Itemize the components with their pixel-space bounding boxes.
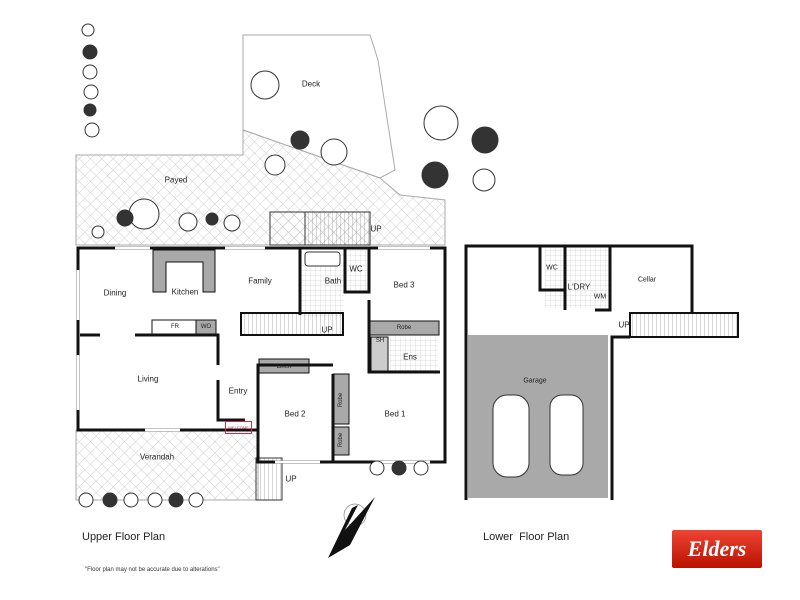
label-kitchen: Kitchen [171, 287, 199, 297]
label-robe-bed3: Robe [396, 325, 412, 331]
welcome-mat: WELCOME [225, 421, 252, 434]
verandah-area [75, 429, 259, 501]
label-verandah: Verandah [139, 452, 175, 462]
label-deck: Deck [301, 79, 321, 89]
label-wc-upper: WC [349, 264, 363, 274]
label-garage: Garage [523, 377, 547, 385]
label-ens: Ens [403, 352, 417, 362]
upper-floor-title: Upper Floor Plan [82, 531, 166, 543]
label-up-inner: UP [321, 325, 333, 335]
label-bed2: Bed 2 [284, 409, 306, 419]
label-living: Living [137, 374, 159, 384]
lower-stairs [629, 312, 739, 338]
label-linen: Linen [276, 364, 292, 370]
trees [78, 23, 499, 508]
internal-stairs [240, 312, 344, 336]
label-bath: Bath [324, 276, 342, 286]
label-family: Family [248, 276, 272, 286]
label-robe-a: Robe [338, 392, 344, 408]
label-sh: SH [375, 338, 385, 344]
disclaimer: "Floor plan may not be accurate due to a… [85, 567, 220, 573]
label-cellar: Cellar [637, 276, 657, 284]
label-bed1: Bed 1 [384, 409, 406, 419]
lower-walls [464, 244, 694, 500]
paved-area [75, 129, 446, 246]
garage-floor [468, 335, 608, 498]
label-entry: Entry [228, 386, 248, 396]
label-up-front: UP [285, 474, 297, 484]
kitchen-bench [152, 249, 216, 293]
label-fr: FR [171, 324, 179, 330]
label-bed3: Bed 3 [393, 280, 415, 290]
label-up-lower: UP [618, 320, 630, 330]
north-arrow-icon [328, 497, 375, 558]
front-stairs [255, 457, 283, 501]
label-up-rear: UP [370, 224, 382, 234]
label-robe-b: Robe [338, 432, 344, 448]
label-wo: WO [200, 324, 212, 330]
rear-stairs [304, 211, 371, 246]
label-laundry: L'DRY [567, 282, 591, 292]
elders-logo: Elders [672, 530, 762, 568]
label-wm: WM [593, 293, 607, 301]
cars [492, 394, 584, 478]
label-wc-lower: WC [546, 264, 558, 272]
label-payed: Payed [164, 175, 188, 185]
lower-floor-title: Lower Floor Plan [483, 531, 570, 543]
upper-walls [76, 246, 447, 464]
label-dining: Dining [103, 288, 127, 298]
